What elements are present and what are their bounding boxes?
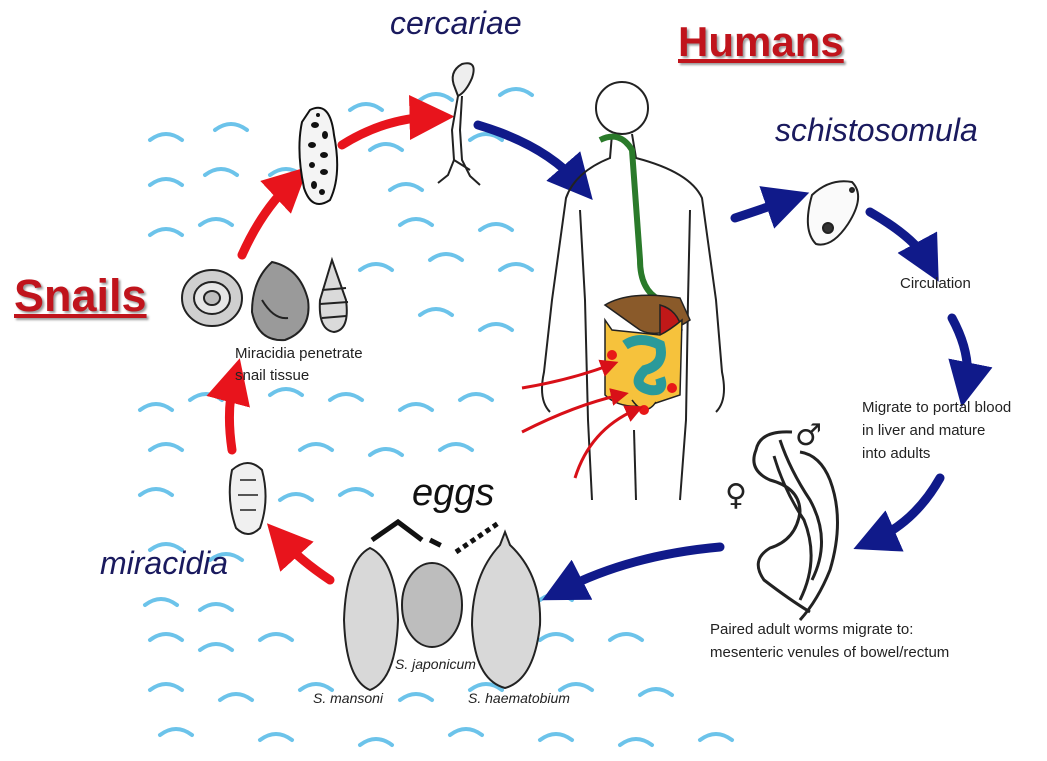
arrow-worms-to-eggs	[562, 547, 720, 590]
human-figure	[542, 82, 724, 500]
label-schistosomula: schistosomula	[775, 112, 978, 149]
schistosomulum-illustration	[808, 181, 858, 244]
species-haematobium: S. haematobium	[468, 690, 570, 706]
note-portal-line3: into adults	[862, 444, 930, 464]
host-label-snails: Snails	[14, 270, 147, 322]
snail-shells-illustration	[182, 260, 348, 340]
male-symbol: ♂	[795, 418, 822, 453]
arrow-human-to-schistosomula	[735, 200, 788, 218]
note-snail-line2: snail tissue	[235, 366, 309, 386]
female-symbol: ♀	[725, 478, 747, 513]
host-label-humans: Humans	[678, 18, 844, 66]
arrow-cercariae-to-human	[478, 125, 578, 183]
adult-worms-illustration	[754, 432, 838, 620]
label-miracidia: miracidia	[100, 545, 228, 582]
label-cercariae: cercariae	[390, 5, 522, 42]
species-japonicum: S. japonicum	[395, 656, 476, 672]
arrow-snail-to-sporocyst	[242, 182, 292, 255]
egg-connector-lines	[372, 522, 500, 552]
note-portal-line2: in liver and mature	[862, 421, 985, 441]
arrow-miracidia-to-snail	[229, 380, 234, 450]
human-phase-arrows	[478, 125, 967, 590]
species-mansoni: S. mansoni	[313, 690, 383, 706]
arrow-portal-to-worms	[874, 478, 940, 540]
arrow-circulation-to-portal	[952, 318, 967, 385]
note-circulation: Circulation	[900, 274, 971, 294]
label-eggs: eggs	[412, 472, 494, 515]
note-paired-line2: mesenteric venules of bowel/rectum	[710, 643, 949, 663]
note-paired-line1: Paired adult worms migrate to:	[710, 620, 913, 640]
arrow-schistosomula-to-circulation	[870, 212, 928, 262]
note-portal-line1: Migrate to portal blood	[862, 398, 1011, 418]
note-snail-line1: Miracidia penetrate	[235, 344, 363, 364]
digestive-tract	[600, 137, 690, 415]
arrow-sporocyst-to-cercariae	[342, 117, 432, 145]
sporocyst-illustration	[299, 108, 337, 204]
arrow-eggs-to-miracidia	[282, 540, 330, 580]
miracidium-illustration	[230, 463, 266, 534]
